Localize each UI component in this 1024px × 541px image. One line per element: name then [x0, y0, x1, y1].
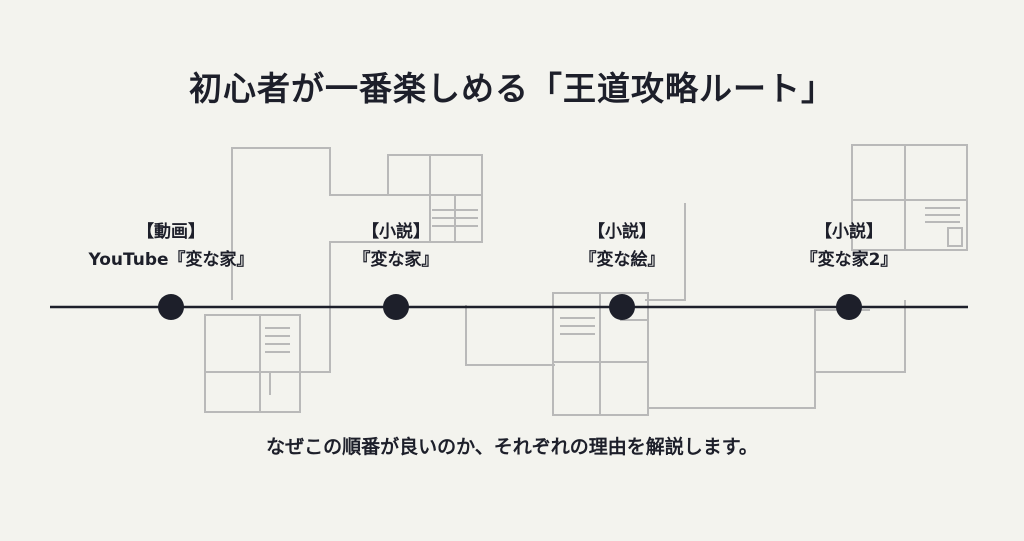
step-category: 【小説】	[362, 222, 430, 242]
subtitle: なぜこの順番が良いのか、それぞれの理由を解説します。	[266, 436, 758, 458]
step-label-2: 【小説】 『変な家』	[286, 218, 506, 274]
step-label-3: 【小説】 『変な絵』	[512, 218, 732, 274]
step-name: YouTube『変な家』	[88, 250, 254, 270]
floorplan-background	[204, 144, 968, 416]
timeline-node-2	[383, 294, 409, 320]
timeline-node-1	[158, 294, 184, 320]
step-category: 【動画】	[137, 222, 205, 242]
step-name: 『変な絵』	[579, 250, 665, 270]
step-category: 【小説】	[815, 222, 883, 242]
step-category: 【小説】	[588, 222, 656, 242]
timeline-node-3	[609, 294, 635, 320]
step-name: 『変な家』	[353, 250, 439, 270]
timeline-node-4	[836, 294, 862, 320]
step-label-1: 【動画】 YouTube『変な家』	[61, 218, 281, 274]
step-label-4: 【小説】 『変な家2』	[739, 218, 959, 274]
page-title: 初心者が一番楽しめる「王道攻略ルート」	[189, 69, 835, 108]
step-name: 『変な家2』	[800, 250, 898, 270]
